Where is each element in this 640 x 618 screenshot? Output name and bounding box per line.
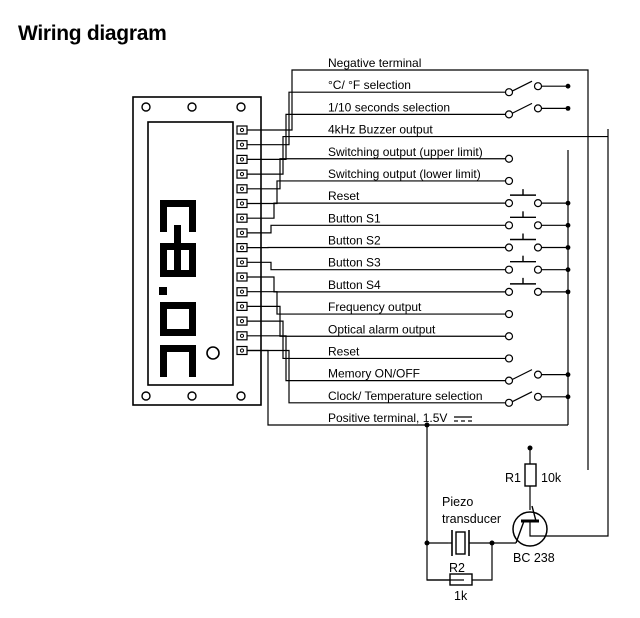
- pin-hole: [239, 245, 245, 250]
- pin-hole: [239, 333, 245, 338]
- terminal-row: Frequency output: [247, 291, 514, 319]
- terminal-label: 1/10 seconds selection: [328, 100, 450, 114]
- pin-hole: [239, 216, 245, 221]
- terminal-label: Frequency output: [328, 300, 422, 314]
- transistor-symbol: [512, 129, 609, 547]
- pin-hole: [239, 186, 245, 191]
- terminal-row: Button S3: [247, 255, 571, 274]
- transistor-label: BC 238: [513, 551, 555, 565]
- terminal-row: Reset: [247, 320, 514, 363]
- pin-square: [236, 213, 248, 223]
- r1-value: 10k: [541, 471, 562, 485]
- terminal-label: Button S3: [328, 256, 381, 270]
- pin-hole: [239, 201, 245, 206]
- piezo-transducer-symbol: [448, 530, 492, 556]
- pin-hole: [239, 127, 245, 133]
- pin-square: [236, 243, 248, 253]
- lcd-module: [132, 96, 262, 406]
- pin-hole: [239, 289, 245, 294]
- terminal-row: Button S4: [247, 276, 571, 296]
- pin-square: [236, 287, 248, 297]
- terminal-label: Optical alarm output: [328, 322, 436, 336]
- pin-square: [236, 331, 248, 341]
- terminal-label: Switching output (lower limit): [328, 167, 481, 181]
- resistor-r2: [427, 543, 493, 586]
- r1-label: R1: [505, 471, 521, 485]
- lcd-digits: [159, 200, 220, 377]
- terminal-rows: Negative terminal °C/ °F selection 1/10 se…: [247, 56, 608, 470]
- dc-symbol-icon: [454, 416, 472, 422]
- terminal-label: Clock/ Temperature selection: [328, 389, 483, 403]
- piezo-label-line1: Piezo: [442, 495, 473, 509]
- page-title: Wiring diagram: [18, 22, 167, 45]
- r2-label: R2: [449, 561, 465, 575]
- piezo-label-line2: transducer: [442, 512, 501, 526]
- terminal-label: °C/ °F selection: [328, 78, 411, 92]
- pin-header: [236, 125, 248, 356]
- r2-value: 1k: [454, 589, 468, 603]
- terminal-label: Negative terminal: [328, 56, 421, 70]
- pin-hole: [239, 172, 245, 177]
- pin-hole: [239, 142, 245, 147]
- pin-square: [236, 184, 248, 194]
- terminal-label: Button S4: [328, 278, 381, 292]
- terminal-row: Negative terminal: [247, 56, 589, 470]
- terminal-row: Button S1: [247, 211, 571, 234]
- terminal-row: Memory ON/OFF: [247, 335, 571, 385]
- pin-square: [236, 125, 248, 135]
- pin-square: [236, 198, 248, 209]
- pin-square: [236, 345, 248, 356]
- pin-square: [236, 257, 248, 267]
- pin-square: [236, 228, 248, 238]
- pin-square: [236, 169, 248, 179]
- terminal-label: Positive terminal, 1.5V: [328, 411, 447, 425]
- pin-hole: [239, 319, 245, 324]
- terminal-row: Reset: [247, 189, 571, 219]
- terminal-label: Reset: [328, 189, 360, 203]
- pin-hole: [239, 274, 245, 280]
- terminal-label: Reset: [328, 344, 360, 358]
- terminal-row: Switching output (upper limit): [247, 145, 514, 190]
- terminal-label: Button S2: [328, 234, 381, 248]
- pin-hole: [239, 260, 245, 265]
- pin-square: [236, 316, 248, 326]
- pin-square: [236, 272, 248, 282]
- terminal-row: 4kHz Buzzer output: [247, 123, 608, 175]
- driver-circuit: [424, 129, 609, 586]
- terminal-row: °C/ °F selection: [247, 78, 571, 146]
- pin-square: [236, 154, 248, 164]
- mounting-holes: [141, 102, 246, 401]
- terminal-row: Switching output (lower limit): [247, 167, 514, 205]
- terminal-label: Memory ON/OFF: [328, 367, 420, 381]
- resistor-r1: [524, 448, 537, 510]
- terminal-row: Button S2: [247, 233, 571, 252]
- pin-hole: [239, 304, 245, 309]
- terminal-label: Switching output (upper limit): [328, 145, 483, 159]
- terminal-label: Button S1: [328, 211, 381, 225]
- pin-hole: [239, 348, 245, 353]
- pin-hole: [239, 230, 245, 235]
- pin-square: [236, 301, 248, 311]
- pin-hole: [239, 157, 245, 162]
- pin-square: [236, 140, 248, 150]
- terminal-row: Positive terminal, 1.5V: [247, 150, 569, 426]
- terminal-label: 4kHz Buzzer output: [328, 123, 433, 137]
